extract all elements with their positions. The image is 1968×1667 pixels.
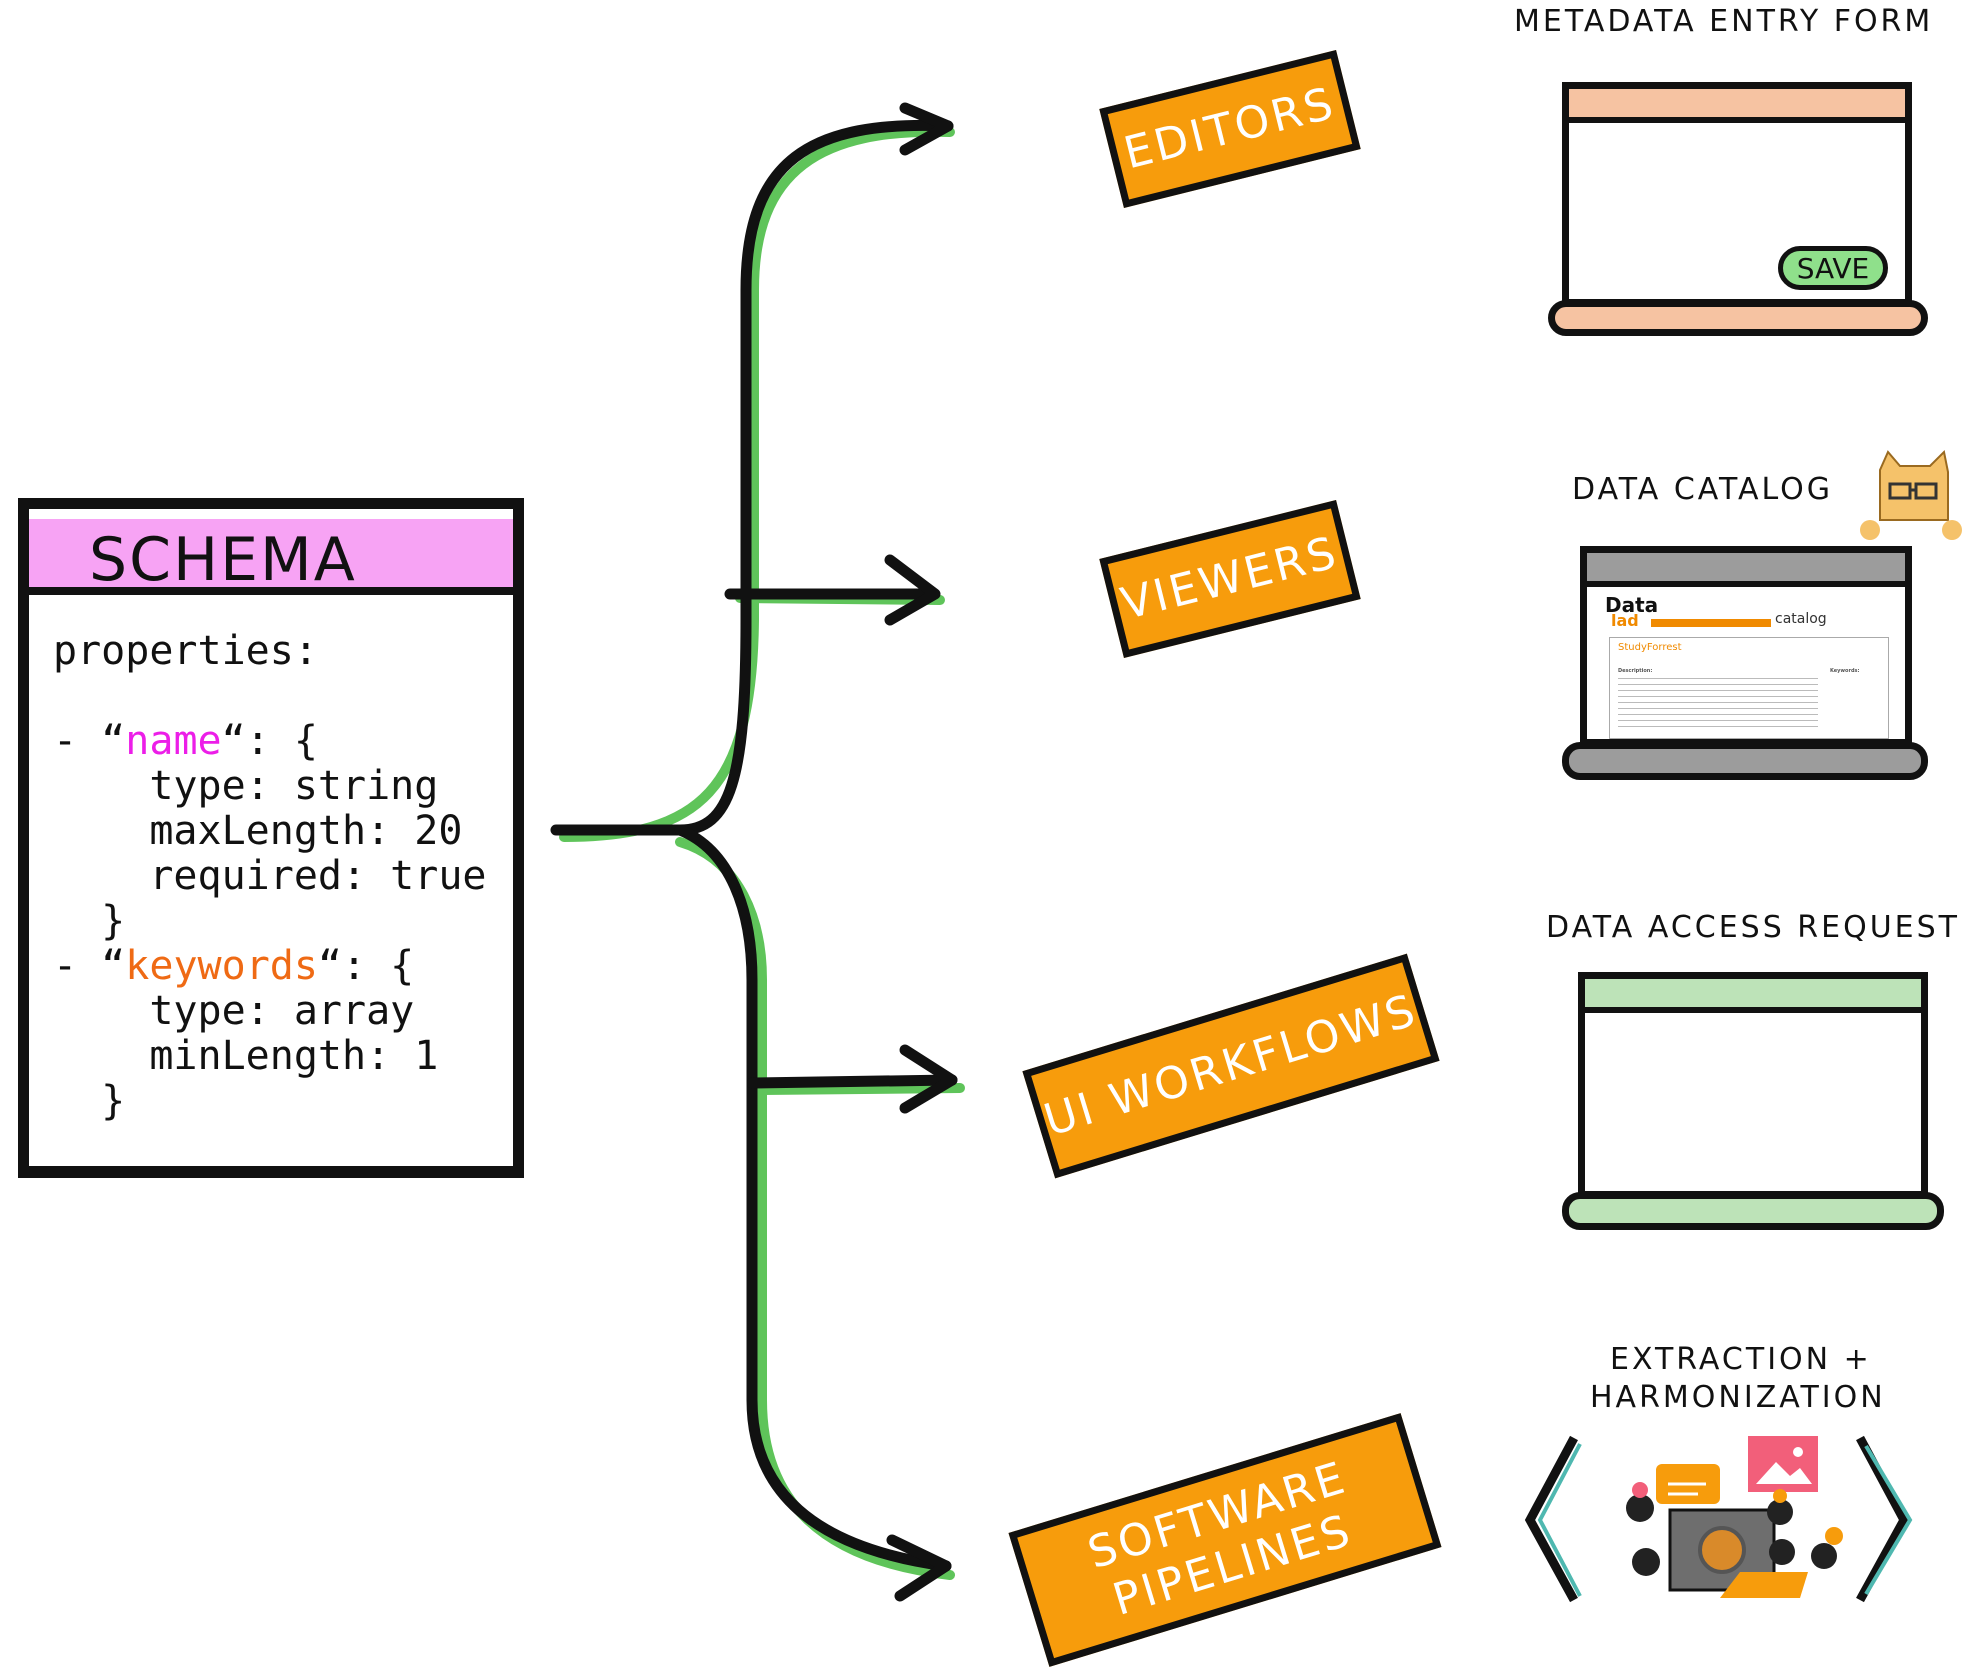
field-keywords-type: type: array: [149, 988, 415, 1034]
field-name-open: “: {: [221, 718, 318, 764]
field-name-required: required: true: [149, 853, 487, 899]
field-name-key: name: [125, 718, 222, 764]
data-catalog-mockup: Data lad catalog StudyForrest Descriptio…: [1580, 546, 1912, 746]
field-keywords-close: }: [101, 1078, 126, 1124]
field-name-type: type: string: [149, 763, 439, 809]
access-titlebar: [1585, 979, 1921, 1013]
logo-bottom: lad: [1611, 611, 1639, 630]
catalog-titlebar: [1587, 553, 1905, 587]
catalog-logo: Data: [1605, 593, 1658, 617]
catalog-dataset-title: StudyForrest: [1618, 642, 1682, 653]
catalog-word: catalog: [1775, 611, 1827, 627]
label-metadata-entry-form: METADATA ENTRY FORM: [1514, 4, 1934, 39]
logo-top: Data: [1605, 593, 1659, 617]
schema-card: SCHEMA properties: - “name“: { type: str…: [18, 498, 524, 1178]
quote-open: “: [101, 943, 126, 989]
extraction-illustration: [1524, 1435, 1913, 1603]
access-base: [1562, 1192, 1944, 1230]
catalog-content: StudyForrest Description: Keywords:: [1609, 637, 1889, 739]
field-name-maxlength: maxLength: 20: [149, 808, 463, 854]
form-base: [1548, 300, 1928, 336]
catalog-logo-bottom: lad: [1611, 611, 1639, 630]
schema-body: properties: - “name“: { type: string max…: [53, 629, 486, 1124]
catalog-text-lines: [1618, 678, 1818, 728]
field-keywords-key: keywords: [125, 943, 318, 989]
field-name-close: }: [101, 898, 126, 944]
label-data-access-request: DATA ACCESS REQUEST: [1546, 910, 1960, 945]
schema-title: SCHEMA: [89, 525, 357, 595]
quote-open: “: [101, 718, 126, 764]
field-keywords-minlength: minLength: 1: [149, 1033, 439, 1079]
form-titlebar: [1569, 89, 1905, 123]
field-keywords-open: “: {: [317, 943, 415, 989]
field-dash: -: [53, 943, 78, 989]
catalog-stripe: [1651, 619, 1771, 627]
data-access-mockup: [1578, 972, 1928, 1198]
label-extraction-line2: HARMONIZATION: [1590, 1380, 1886, 1415]
label-extraction-line1: EXTRACTION +: [1610, 1342, 1872, 1377]
properties-label: properties:: [53, 628, 318, 674]
field-dash: -: [53, 718, 78, 764]
save-button[interactable]: SAVE: [1778, 246, 1888, 290]
schema-header: SCHEMA: [29, 519, 513, 595]
catalog-base: [1562, 742, 1928, 780]
catalog-description-label: Description:: [1618, 668, 1653, 674]
catalog-keywords-label: Keywords:: [1830, 668, 1860, 674]
cat-mascot-icon: [1860, 449, 1962, 540]
label-data-catalog: DATA CATALOG: [1572, 472, 1833, 507]
